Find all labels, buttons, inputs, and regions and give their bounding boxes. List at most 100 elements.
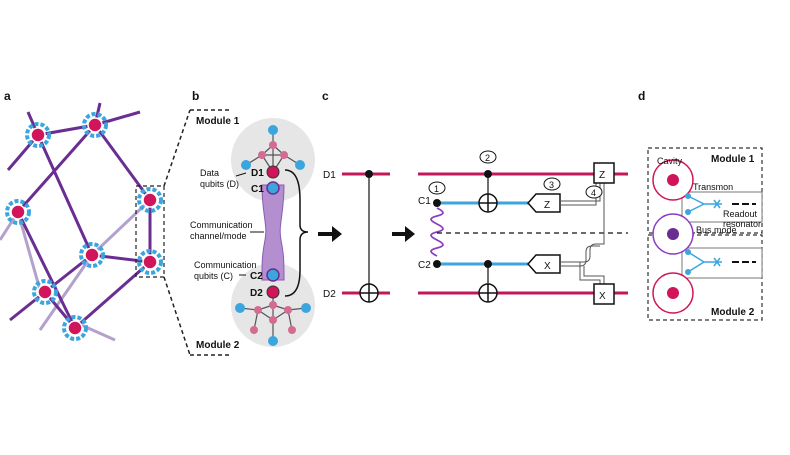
entangling-wavy-line bbox=[430, 207, 444, 257]
transmon-box-1 bbox=[681, 191, 763, 223]
transmon-1-pad bbox=[685, 209, 691, 215]
network-node bbox=[25, 122, 51, 148]
module1-node bbox=[258, 151, 266, 159]
step-2-label: 2 bbox=[485, 153, 490, 163]
module1-node bbox=[268, 125, 278, 135]
arrow-c-gates bbox=[392, 226, 415, 242]
network-node bbox=[32, 279, 58, 305]
module2-label: Module 2 bbox=[196, 340, 240, 351]
module-brace bbox=[284, 169, 309, 297]
local-cnot1-control bbox=[484, 170, 492, 178]
data-qubits-label-1: Data bbox=[200, 168, 219, 178]
comm-qubit-c1 bbox=[266, 181, 280, 195]
panel-label-b: b bbox=[192, 89, 199, 103]
transmon-box-2 bbox=[681, 247, 763, 279]
module2-node bbox=[301, 303, 311, 313]
bus-mode-core bbox=[667, 228, 679, 240]
step-3-marker bbox=[543, 177, 561, 191]
weak-links bbox=[0, 123, 152, 342]
module2-node bbox=[284, 306, 292, 314]
step-4-marker bbox=[585, 185, 603, 199]
data-qubits-pointer bbox=[235, 172, 247, 177]
measure-x-label: X bbox=[544, 261, 551, 272]
c2-label: C2 bbox=[250, 271, 263, 282]
transmon-2-pad bbox=[685, 269, 691, 275]
module2-node bbox=[235, 303, 245, 313]
communication-channel bbox=[261, 184, 285, 281]
c-c2-label: C2 bbox=[418, 260, 431, 271]
bus-mode-label: Bus mode bbox=[696, 225, 737, 235]
module2-node bbox=[254, 306, 262, 314]
network-node bbox=[5, 199, 31, 225]
comm-channel-label-2: channel/mode bbox=[190, 231, 247, 241]
comm-qubits-label-1: Communication bbox=[194, 260, 257, 270]
c-d2-label: D2 bbox=[323, 289, 336, 300]
data-qubits-label-2: qubits (D) bbox=[200, 179, 239, 189]
c1-dot bbox=[433, 199, 441, 207]
cavity-label: Cavity bbox=[657, 156, 683, 166]
panel-a-network: a bbox=[0, 89, 165, 342]
c-c1-label: C1 bbox=[418, 196, 431, 207]
module2-node bbox=[268, 336, 278, 346]
c1-label: C1 bbox=[251, 184, 264, 195]
remote-cnot-control bbox=[365, 170, 373, 178]
readout-label-1: Readout bbox=[723, 209, 758, 219]
module1-label: Module 1 bbox=[196, 116, 240, 127]
step-2-marker bbox=[479, 150, 497, 164]
d-module2-label: Module 2 bbox=[711, 307, 755, 318]
comm-channel-label-1: Communication bbox=[190, 220, 253, 230]
step-3-label: 3 bbox=[549, 180, 554, 190]
module1-node bbox=[269, 141, 277, 149]
transmon-2 bbox=[687, 251, 722, 273]
c-d1-label: D1 bbox=[323, 170, 336, 181]
correction-z-gate bbox=[593, 162, 615, 184]
step-1-marker bbox=[428, 181, 446, 195]
measure-x-gate bbox=[526, 254, 561, 274]
panel-label-d: d bbox=[638, 89, 645, 103]
local-cnot2-control bbox=[484, 260, 492, 268]
step-4-label: 4 bbox=[591, 188, 596, 198]
cavity-2-core bbox=[667, 287, 679, 299]
correction-x-label: X bbox=[599, 291, 606, 302]
transmon-2-pad bbox=[685, 249, 691, 255]
data-qubit-d1 bbox=[266, 165, 280, 179]
panel-b-modules: b Module 1 Module 2 bbox=[190, 89, 315, 351]
module1-node bbox=[241, 160, 251, 170]
correction-z-label: Z bbox=[599, 170, 605, 181]
zoom-box bbox=[135, 185, 165, 278]
panel-d-hardware: d Module 1 Module 2 bbox=[638, 89, 763, 321]
correction-x-gate bbox=[593, 283, 615, 305]
step-1-label: 1 bbox=[434, 184, 439, 194]
measure-z-gate bbox=[526, 193, 561, 213]
d2-label: D2 bbox=[250, 288, 263, 299]
transmon-label: Transmon bbox=[693, 182, 733, 192]
module2-node bbox=[250, 326, 258, 334]
data-qubit-d2 bbox=[266, 285, 280, 299]
comm-qubits-label-2: qubits (C) bbox=[194, 271, 233, 281]
cavity-1-core bbox=[667, 174, 679, 186]
comm-qubit-c2 bbox=[266, 268, 280, 282]
zoom-lines bbox=[163, 109, 232, 356]
network-node bbox=[79, 242, 105, 268]
network-node bbox=[137, 187, 163, 213]
module2-node bbox=[288, 326, 296, 334]
c2-dot bbox=[433, 260, 441, 268]
readout-label-2: resonator bbox=[723, 219, 761, 229]
network-node bbox=[137, 249, 163, 275]
panel-label-a: a bbox=[4, 89, 11, 103]
module1-node bbox=[280, 151, 288, 159]
transmon-1-pad bbox=[685, 193, 691, 199]
panel-label-c: c bbox=[322, 89, 329, 103]
network-node bbox=[62, 315, 88, 341]
module2-node bbox=[269, 301, 277, 309]
panel-c-circuit: c D1 D2 C1 C2 Z X bbox=[322, 89, 628, 305]
arrow-b-to-c bbox=[318, 226, 342, 242]
module1-node bbox=[295, 160, 305, 170]
module1-box bbox=[647, 147, 763, 234]
module2-node bbox=[269, 316, 277, 324]
d-module1-label: Module 1 bbox=[711, 154, 755, 165]
measure-z-label: Z bbox=[544, 200, 550, 211]
network-node bbox=[82, 112, 108, 138]
d1-label: D1 bbox=[251, 168, 264, 179]
